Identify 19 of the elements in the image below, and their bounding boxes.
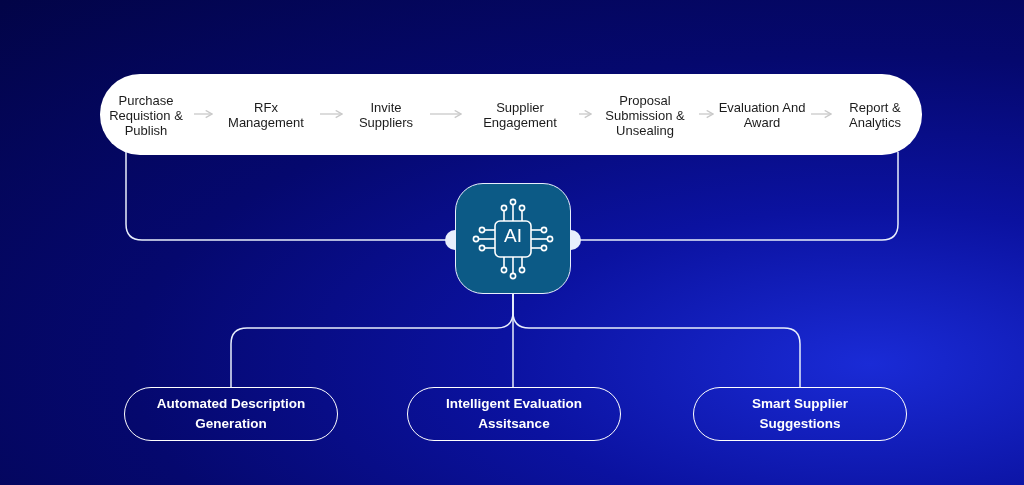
arrow — [193, 109, 213, 119]
node-label: Supplier Engagement — [482, 100, 558, 130]
node-label: Invite Suppliers — [357, 100, 415, 130]
node-label: Report & Analytics — [848, 100, 902, 130]
arrow — [319, 109, 343, 119]
node-label: Purchase Requistion & Publish — [108, 92, 184, 138]
ai-chip-box — [455, 183, 571, 294]
node-label: Smart Supplier Suggestions — [751, 395, 849, 433]
chip-label: AI — [503, 225, 523, 247]
node-label: Proposal Submission & Unsealing — [604, 92, 686, 138]
arrow — [698, 109, 714, 119]
arrow — [578, 109, 592, 119]
node-label: Evaluation And Award — [717, 100, 807, 130]
node-label: RFx Management — [227, 100, 305, 130]
connector-line — [512, 293, 801, 388]
arrow — [429, 109, 462, 119]
node-label: Automated Description Generation — [155, 395, 307, 433]
node-label: Intelligent Evaluation Assitsance — [445, 395, 583, 433]
arrow — [810, 109, 832, 119]
